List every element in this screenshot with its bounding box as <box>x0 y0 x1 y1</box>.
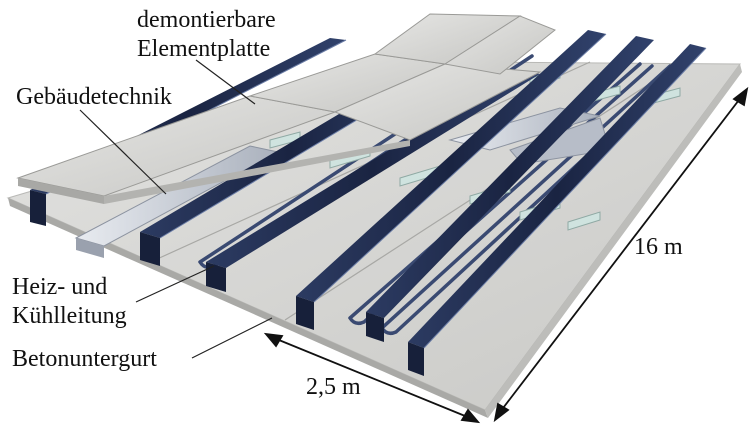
label-heating-cooling-line2: Kühlleitung <box>12 303 127 329</box>
dimension-width <box>263 332 481 424</box>
dimension-length <box>493 86 749 423</box>
label-removable-panel-line2: Elementplatte <box>137 36 271 62</box>
label-removable-panel-line1: demontierbare <box>137 7 276 33</box>
label-length: 16 m <box>634 234 683 260</box>
leader-pipes <box>135 265 215 303</box>
leader-services <box>79 109 167 195</box>
leader-chord <box>191 317 273 359</box>
leader-lines <box>79 59 273 359</box>
label-heating-cooling-line1: Heiz- und <box>12 274 108 300</box>
label-width: 2,5 m <box>306 374 361 400</box>
leader-panel <box>195 59 256 105</box>
label-building-services: Gebäudetechnik <box>16 84 172 110</box>
removable-panels <box>16 13 556 204</box>
label-concrete-chord: Betonuntergurt <box>12 346 157 372</box>
